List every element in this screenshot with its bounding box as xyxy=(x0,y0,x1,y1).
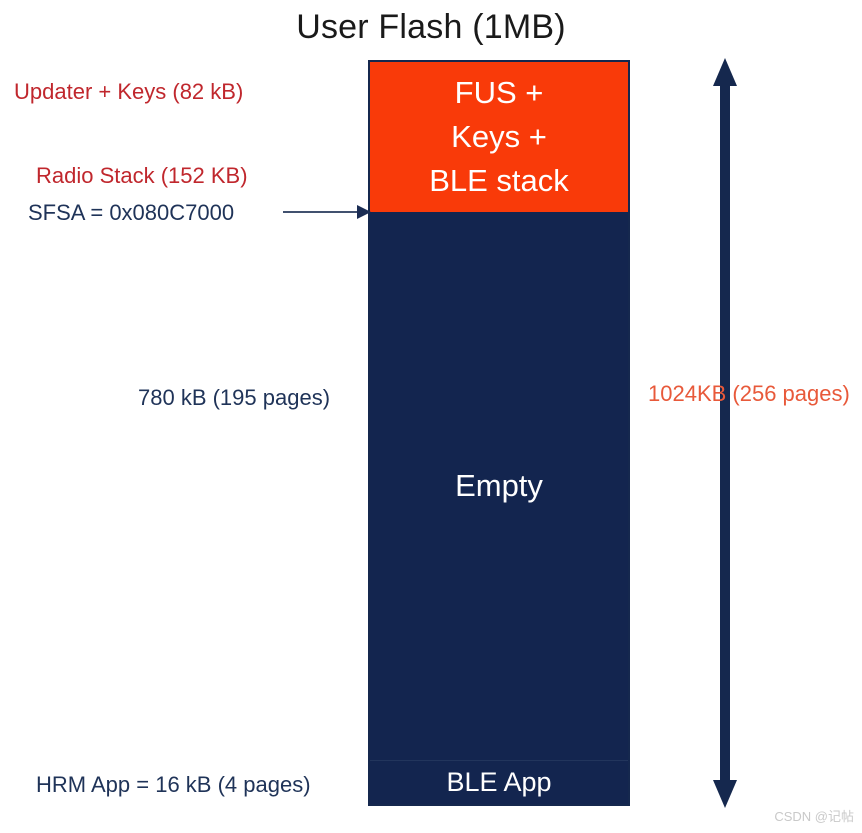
region-fus-line-2: Keys + xyxy=(451,118,547,154)
region-ble-app: BLE App xyxy=(370,760,628,804)
region-fus-keys-ble-stack: FUS + Keys + BLE stack xyxy=(370,62,628,212)
annotation-total-size: 1024KB (256 pages) xyxy=(648,381,850,406)
region-empty: Empty xyxy=(370,212,628,760)
flash-memory-column: FUS + Keys + BLE stack Empty BLE App xyxy=(368,60,630,806)
sfsa-pointer-arrow-icon xyxy=(283,205,371,219)
region-empty-label: Empty xyxy=(455,468,543,503)
region-ble-app-label: BLE App xyxy=(446,767,552,797)
annotation-radio-stack: Radio Stack (152 KB) xyxy=(36,163,248,188)
annotation-empty-size: 780 kB (195 pages) xyxy=(138,385,331,410)
region-fus-line-3: BLE stack xyxy=(429,163,569,198)
watermark: CSDN @记帖 xyxy=(774,809,854,824)
annotation-hrm-app-size: HRM App = 16 kB (4 pages) xyxy=(36,772,311,797)
region-fus-line-1: FUS + xyxy=(454,74,544,110)
annotation-updater-keys: Updater + Keys (82 kB) xyxy=(14,79,244,104)
total-size-double-arrow-icon xyxy=(713,58,737,808)
page-title: User Flash (1MB) xyxy=(296,8,566,46)
annotation-sfsa-address: SFSA = 0x080C7000 xyxy=(28,200,235,225)
